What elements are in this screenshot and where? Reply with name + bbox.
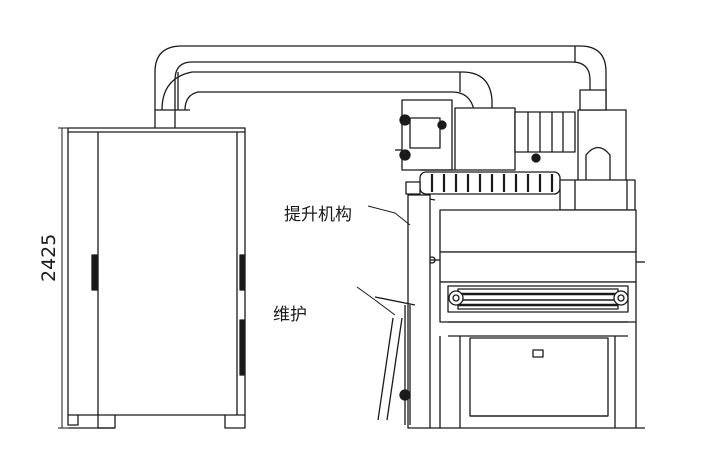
maintenance-label: 维护 (273, 305, 307, 325)
lower-base (430, 322, 645, 429)
pressure-comb (405, 171, 561, 195)
roller-assembly (447, 285, 629, 337)
maintenance-ladder (377, 305, 411, 425)
dust-pipes (154, 45, 607, 128)
dust-collector-cabinet (67, 127, 246, 429)
height-dimension-label: 2425 (38, 233, 60, 282)
lift-column (374, 194, 431, 429)
lifting-mechanism-label: 提升机构 (284, 205, 352, 225)
height-dimension-line (58, 127, 68, 429)
leader-lines (356, 205, 411, 316)
